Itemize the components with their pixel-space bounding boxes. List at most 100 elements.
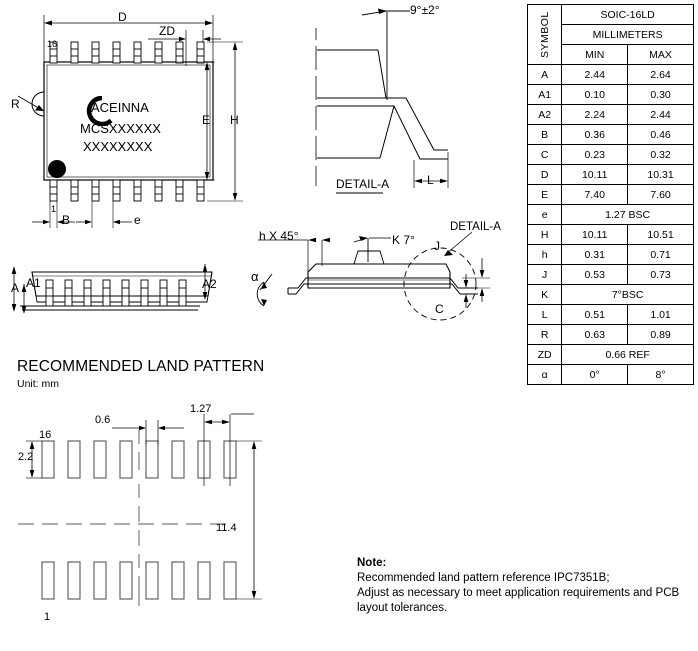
- spec-min-cell: 0.23: [561, 144, 629, 165]
- spec-max-cell: 2.44: [627, 104, 694, 125]
- min-header-cell: MIN: [561, 44, 629, 65]
- land-pattern-title: RECOMMENDED LAND PATTERN: [17, 358, 265, 375]
- spec-max-cell: 8°: [627, 364, 694, 385]
- land-span-label: 11.4: [216, 522, 237, 534]
- spec-table-body: SYMBOL SOIC-16LD MILLIMETERS MIN MAX: [527, 4, 694, 65]
- spec-symbol-cell: e: [526, 204, 563, 225]
- spec-min-cell: 0.63: [561, 324, 629, 345]
- spec-max-cell: 0.89: [627, 324, 694, 345]
- dim-label-e-big: E: [202, 113, 211, 127]
- dim-label-r: R: [11, 97, 20, 111]
- detail-a-dim-l: L: [427, 173, 434, 187]
- spec-symbol-cell: L: [526, 304, 563, 325]
- spec-value-cell: 7°BSC: [561, 284, 694, 305]
- spec-max-cell: 10.31: [627, 164, 694, 185]
- brand-text: ACEINNA: [91, 100, 149, 115]
- dim-label-e-pitch: e: [134, 213, 141, 227]
- spec-max-cell: 10.51: [627, 224, 694, 245]
- part-marking-line-2: XXXXXXXX: [83, 139, 153, 154]
- spec-symbol-cell: J: [526, 264, 563, 285]
- note-heading: Note:: [357, 557, 387, 569]
- pin-one-marker: [48, 160, 66, 178]
- detail-a-angle-label: 9°±2°: [410, 3, 440, 17]
- spec-symbol-cell: A: [526, 64, 563, 85]
- symbol-header-cell: SYMBOL: [527, 4, 562, 65]
- table-header-minmax: MIN MAX: [528, 44, 694, 65]
- land-pad-bottom-row: [41, 561, 237, 600]
- land-pad-top-row: [41, 440, 237, 479]
- spec-symbol-cell: D: [526, 164, 563, 185]
- spec-min-cell: 7.40: [561, 184, 629, 205]
- spec-symbol-cell: α: [526, 364, 563, 385]
- section-angle-alpha-label: α: [251, 269, 259, 284]
- spec-max-cell: 0.30: [627, 84, 694, 105]
- detail-a-title: DETAIL-A: [336, 177, 390, 191]
- land-pad-width-label: 0.6: [95, 414, 111, 426]
- land-pin-16-label: 16: [39, 429, 52, 441]
- section-angle-k-label: K 7°: [392, 233, 415, 247]
- spec-min-cell: 0.36: [561, 124, 629, 145]
- spec-min-cell: 0.51: [561, 304, 629, 325]
- dim-label-b: B: [62, 213, 71, 227]
- spec-max-cell: 0.73: [627, 264, 694, 285]
- spec-min-cell: 0.10: [561, 84, 629, 105]
- spec-symbol-cell: h: [526, 244, 563, 265]
- note-line-2: Adjust as necessary to meet application …: [357, 587, 680, 599]
- spec-max-cell: 0.71: [627, 244, 694, 265]
- spec-symbol-cell: A2: [526, 104, 563, 125]
- spec-min-cell: 2.24: [561, 104, 629, 125]
- pin-1-label: 1: [51, 204, 57, 214]
- section-view-drawing: [250, 222, 500, 352]
- part-marking-line-1: MCSXXXXXX: [80, 121, 161, 136]
- package-header-cell: SOIC-16LD: [561, 4, 694, 25]
- side-dim-a: A: [11, 281, 20, 295]
- dim-label-d: D: [118, 10, 127, 24]
- spec-symbol-cell: K: [526, 284, 563, 305]
- spec-value-cell: 0.66 REF: [561, 344, 694, 365]
- spec-max-cell: 0.32: [627, 144, 694, 165]
- spec-symbol-cell: R: [526, 324, 563, 345]
- land-pitch-label: 1.27: [190, 403, 212, 415]
- spec-min-cell: 10.11: [561, 164, 629, 185]
- section-dim-j: J: [434, 239, 440, 253]
- section-detail-callout: DETAIL-A: [450, 221, 501, 233]
- spec-symbol-cell: ZD: [526, 344, 563, 365]
- side-view-drawing: [0, 250, 250, 360]
- spec-symbol-cell: E: [526, 184, 563, 205]
- detail-a-view: [300, 0, 515, 200]
- land-pattern-unit: Unit: mm: [17, 378, 59, 390]
- max-header-cell: MAX: [627, 44, 694, 65]
- spec-symbol-cell: C: [526, 144, 563, 165]
- spec-max-cell: 7.60: [627, 184, 694, 205]
- pin-16-label: 16: [47, 39, 58, 49]
- spec-min-cell: 2.44: [561, 64, 629, 85]
- unit-header-cell: MILLIMETERS: [561, 24, 694, 45]
- aceinna-logo-arc: [86, 96, 113, 126]
- side-dim-a2: A2: [202, 277, 217, 291]
- top-view-drawing: [0, 0, 280, 250]
- section-dim-c: C: [435, 302, 444, 316]
- spec-max-cell: 2.64: [627, 64, 694, 85]
- land-pin-1-label: 1: [44, 611, 51, 623]
- dim-label-zd: ZD: [159, 24, 175, 38]
- spec-min-cell: 0.53: [561, 264, 629, 285]
- dim-label-h: H: [230, 113, 239, 127]
- spec-symbol-cell: H: [526, 224, 563, 245]
- spec-min-cell: 0.31: [561, 244, 629, 265]
- side-dim-a1: A1: [26, 276, 41, 290]
